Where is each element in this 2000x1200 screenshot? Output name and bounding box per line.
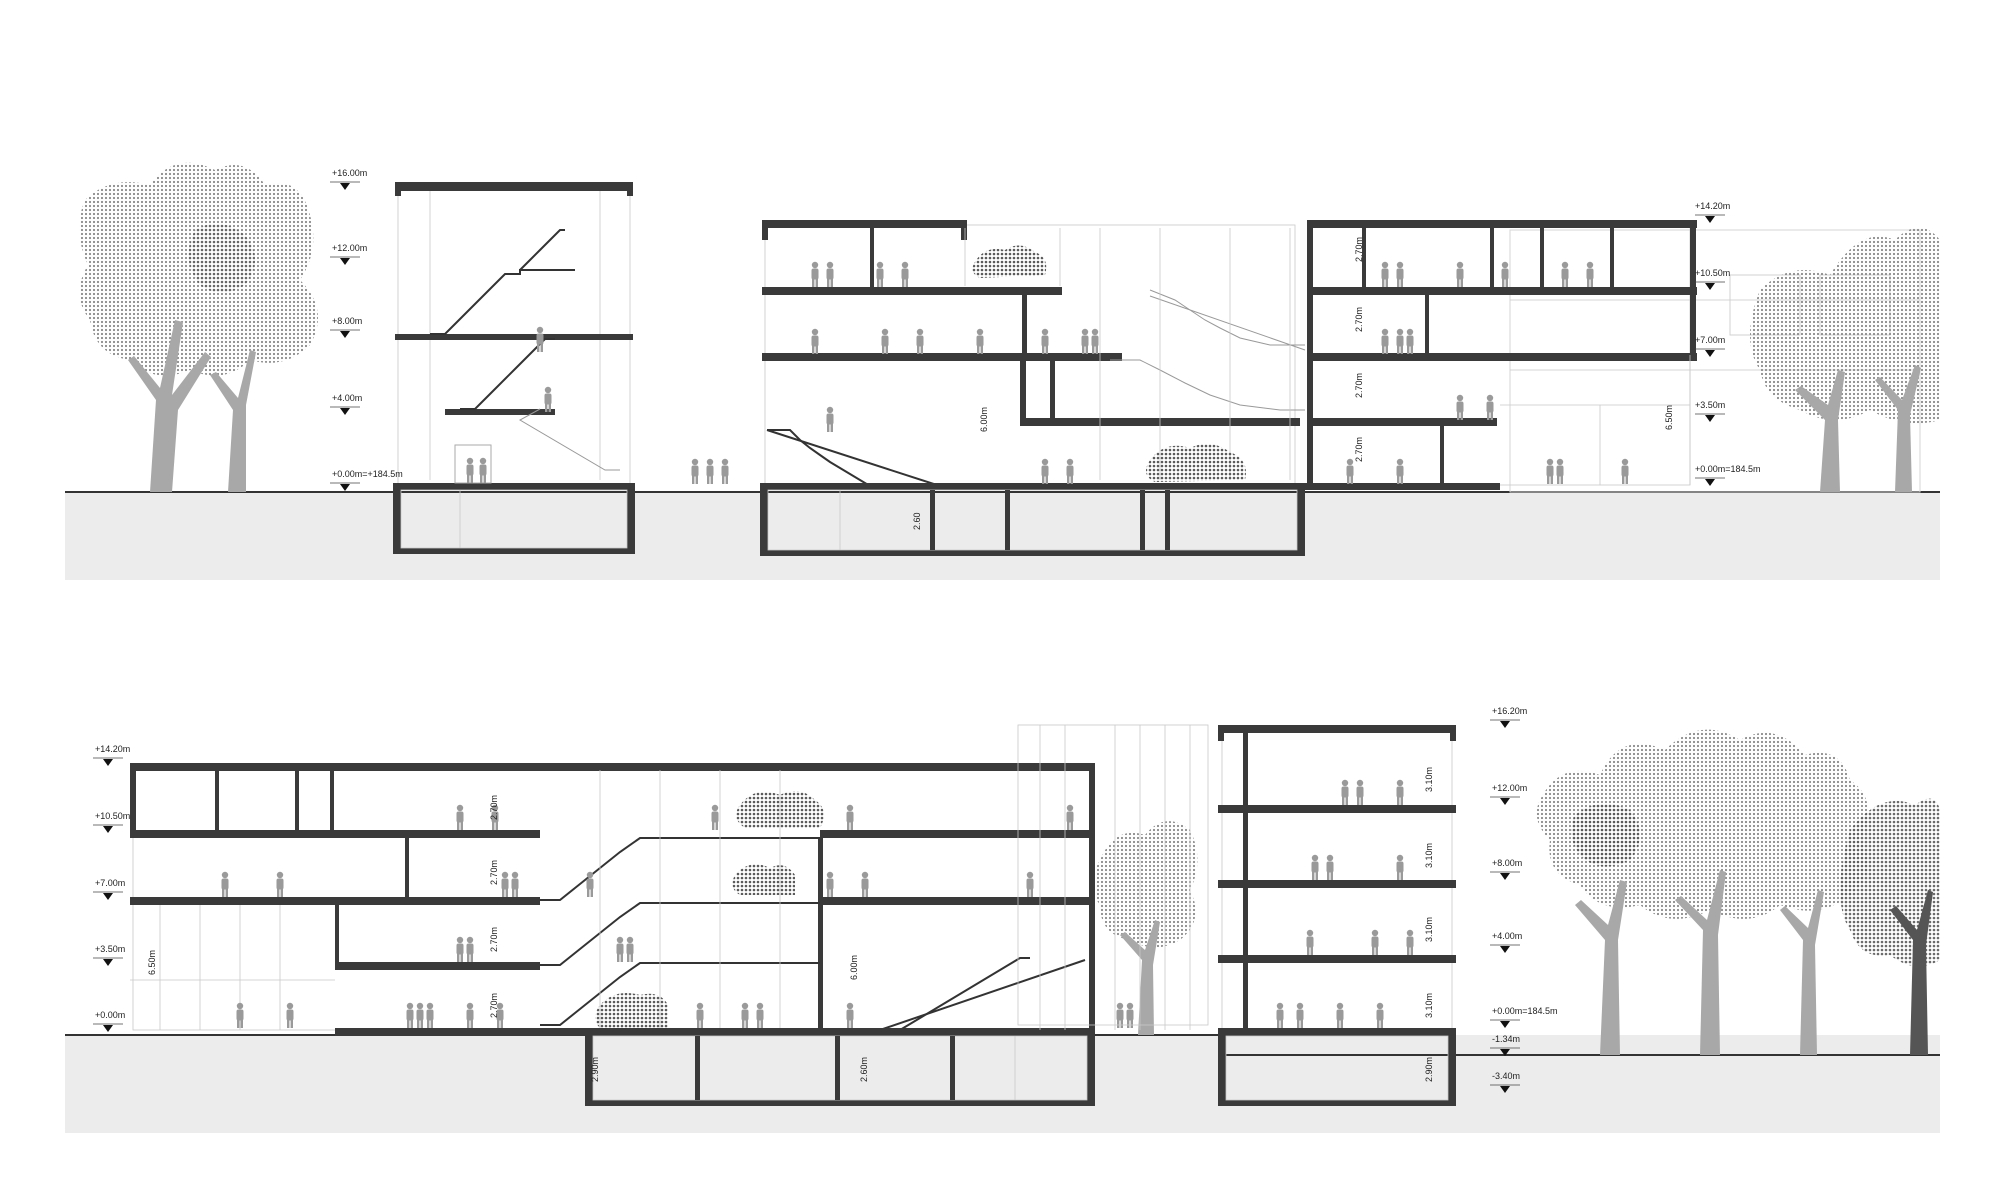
top-right-level-marks: +14.20m +10.50m +7.00m +3.50m +0.00m=184… <box>1694 201 1761 487</box>
bottom-section: +14.20m +10.50m +7.00m +3.50m +0.00m +16… <box>65 706 1940 1133</box>
bottom-ground <box>65 1035 1940 1133</box>
bottom-dim-tower-basement: 2.90m <box>1424 1057 1434 1082</box>
bottom-right-level-7: -3.40m <box>1492 1071 1520 1081</box>
bottom-right-level-5: +0.00m=184.5m <box>1492 1006 1558 1016</box>
top-right-level-5: +0.00m=184.5m <box>1695 464 1761 474</box>
top-right-level-1: +14.20m <box>1695 201 1730 211</box>
top-left-level-1: +16.00m <box>332 168 367 178</box>
tree-top-right <box>1509 227 1940 493</box>
top-ground <box>65 492 1940 580</box>
top-dim-facade: 6.50m <box>1664 405 1674 430</box>
tree-top-left <box>79 162 318 492</box>
bottom-right-level-6: -1.34m <box>1492 1034 1520 1044</box>
bottom-right-level-4: +4.00m <box>1492 931 1522 941</box>
bottom-dim-3: 2.70m <box>489 927 499 952</box>
bottom-left-level-1: +14.20m <box>95 744 130 754</box>
bottom-dim-facade: 6.50m <box>147 950 157 975</box>
bottom-dim-tower-2: 3.10m <box>1424 843 1434 868</box>
bottom-dim-tower-4: 3.10m <box>1424 993 1434 1018</box>
bottom-right-tower <box>1218 725 1456 1106</box>
top-left-level-5: +0.00m=+184.5m <box>332 469 403 479</box>
bottom-dimensions: 6.50m 2.70m 2.70m 2.70m 2.70m 6.00m 2.90… <box>147 767 1434 1082</box>
top-section: +16.00m +12.00m +8.00m +4.00m +0.00m=+18… <box>65 162 1940 580</box>
tree-bottom-middle <box>1092 821 1198 1035</box>
top-left-level-2: +12.00m <box>332 243 367 253</box>
bottom-left-level-5: +0.00m <box>95 1010 125 1020</box>
top-right-block <box>1305 220 1697 490</box>
top-dim-atrium: 6.00m <box>979 407 989 432</box>
bottom-left-level-3: +7.00m <box>95 878 125 888</box>
top-right-level-4: +3.50m <box>1695 400 1725 410</box>
top-dim-2: 2.70m <box>1354 307 1364 332</box>
top-dim-1: 2.70m <box>1354 237 1364 262</box>
bottom-right-level-1: +16.20m <box>1492 706 1527 716</box>
bottom-dim-tower-3: 3.10m <box>1424 917 1434 942</box>
top-dim-3: 2.70m <box>1354 373 1364 398</box>
top-dim-4: 2.70m <box>1354 437 1364 462</box>
bottom-dim-1: 2.70m <box>489 795 499 820</box>
tree-bottom-right <box>1536 729 1940 1055</box>
bottom-right-level-2: +12.00m <box>1492 783 1527 793</box>
top-dimensions: 2.70m 2.70m 2.70m 2.70m 6.00m 2.60 6.50m <box>912 237 1674 530</box>
bottom-right-level-marks: +16.20m +12.00m +8.00m +4.00m +0.00m=184… <box>1489 706 1558 1094</box>
bottom-glass-facade <box>1017 724 1209 1030</box>
top-left-level-4: +4.00m <box>332 393 362 403</box>
bottom-left-level-2: +10.50m <box>95 811 130 821</box>
bottom-dim-basement-2: 2.60m <box>859 1057 869 1082</box>
top-right-level-3: +7.00m <box>1695 335 1725 345</box>
bottom-left-level-4: +3.50m <box>95 944 125 954</box>
bottom-dim-tower-1: 3.10m <box>1424 767 1434 792</box>
bottom-right-level-3: +8.00m <box>1492 858 1522 868</box>
bottom-dim-atrium: 6.00m <box>849 955 859 980</box>
bottom-dim-4: 2.70m <box>489 993 499 1018</box>
top-left-level-marks: +16.00m +12.00m +8.00m +4.00m +0.00m=+18… <box>329 168 403 492</box>
top-stair-tower <box>393 182 635 554</box>
bottom-left-block <box>130 763 1134 1106</box>
top-right-level-2: +10.50m <box>1695 268 1730 278</box>
bottom-left-level-marks: +14.20m +10.50m +7.00m +3.50m +0.00m <box>92 744 130 1033</box>
bottom-dim-2: 2.70m <box>489 860 499 885</box>
top-left-level-3: +8.00m <box>332 316 362 326</box>
bottom-dim-basement-1: 2.90m <box>590 1057 600 1082</box>
top-dim-basement: 2.60 <box>912 512 922 530</box>
top-middle-block <box>691 220 1306 556</box>
